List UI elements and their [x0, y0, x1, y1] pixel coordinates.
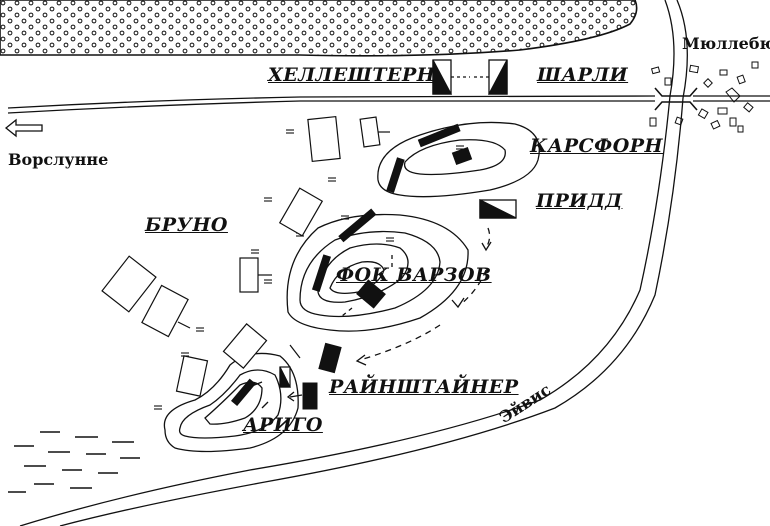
fok-varzov-hill [286, 213, 469, 332]
label-rainshtainer: РАЙНШТАЙНЕР [329, 376, 519, 398]
solid-units [230, 123, 473, 410]
town-myullebyu [649, 61, 759, 133]
west-direction-arrow [4, 118, 43, 138]
flag-pridd [479, 198, 517, 219]
label-karsforn: КАРСФОРН [530, 135, 663, 157]
flag-arigo [279, 366, 291, 388]
marsh-area [8, 431, 140, 493]
forest-area [0, 0, 638, 57]
flag-hellestern [432, 59, 470, 95]
label-sharli: ШАРЛИ [537, 64, 629, 86]
label-arigo: АРИГО [243, 414, 323, 436]
label-myullebyu: Мюллебю [682, 34, 770, 53]
eivis-river [19, 0, 688, 526]
movement-arrows [251, 227, 492, 409]
karsforn-hill [377, 121, 540, 198]
flag-sharli [474, 59, 508, 95]
label-hellestern: ХЕЛЛЕШТЕРН [268, 64, 436, 86]
main-road [7, 95, 770, 114]
arigo-hill [163, 352, 299, 453]
label-vorslunne: Ворслунне [8, 150, 109, 169]
label-fok-varzov: ФОК ВАРЗОВ [336, 264, 492, 286]
road-bridge [654, 87, 698, 111]
bruno-units [101, 115, 390, 397]
label-pridd: ПРИДД [536, 190, 623, 212]
label-bruno: БРУНО [145, 214, 228, 236]
